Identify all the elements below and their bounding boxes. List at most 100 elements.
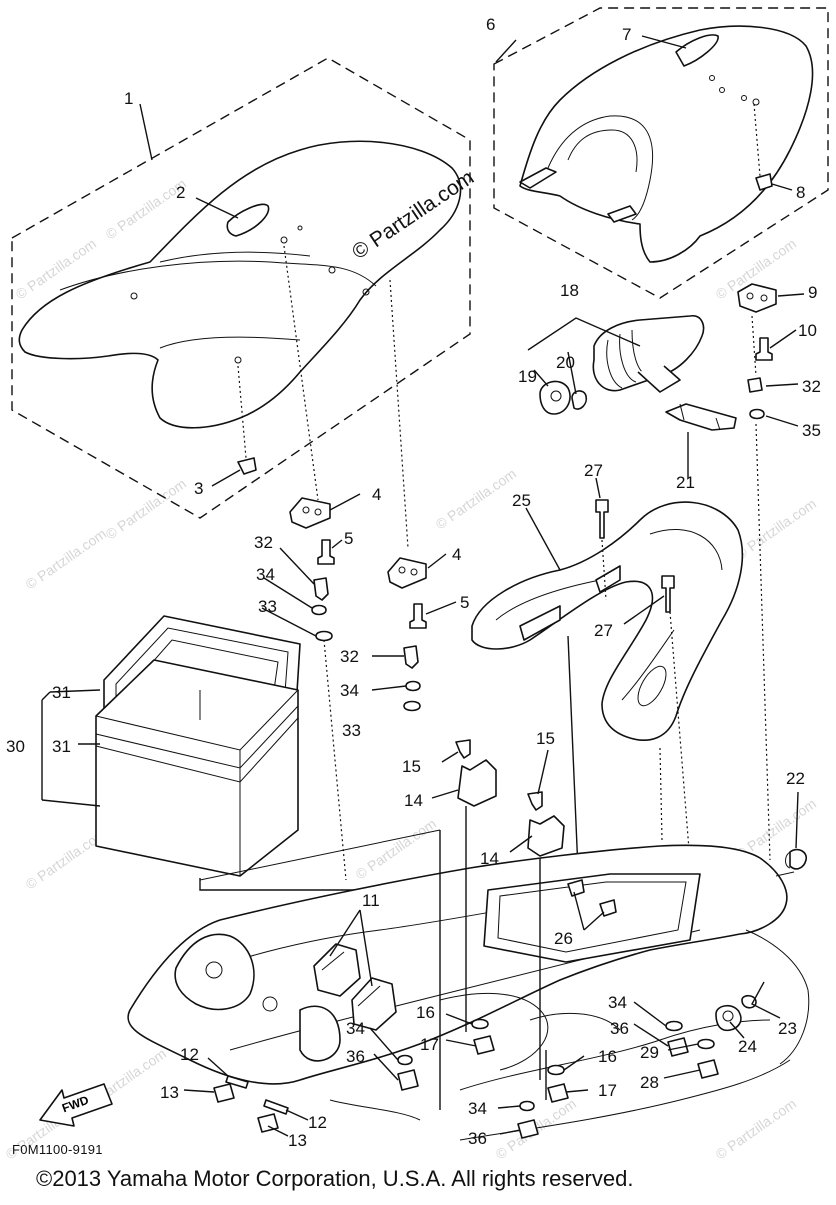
- hull-deck: [39, 844, 810, 1141]
- nut-36b: [667, 1037, 689, 1057]
- callout: 36: [468, 1129, 487, 1148]
- callout: 28: [640, 1073, 659, 1092]
- callout: 30: [6, 737, 25, 756]
- deck-opening: [483, 873, 701, 963]
- bolt-10: [755, 337, 773, 361]
- callout: 18: [560, 281, 579, 300]
- callout: 27: [594, 621, 613, 640]
- watermark: © Partzilla.com: [433, 465, 519, 532]
- stud-26a: [567, 879, 585, 897]
- front-seat: [18, 140, 462, 429]
- callout: 9: [808, 283, 817, 302]
- callout: 31: [52, 737, 71, 756]
- callout: 16: [416, 1003, 435, 1022]
- watermark: © Partzilla.com: [23, 525, 109, 592]
- callout-labels: 1 2 3 4 5 32 34 33 4 5 32 34 33 31 30 31…: [6, 15, 821, 1150]
- bolt-27: [595, 499, 609, 539]
- mount-14b: [527, 815, 565, 857]
- callout: 20: [556, 353, 575, 372]
- callout: 17: [420, 1035, 439, 1054]
- callout: 13: [160, 1083, 179, 1102]
- bracket-4b: [387, 557, 427, 589]
- washer-33b: [403, 700, 421, 712]
- callout: 34: [256, 565, 275, 584]
- bolt-12b: [263, 1099, 289, 1115]
- callout: 25: [512, 491, 531, 510]
- bolt-32: [747, 377, 763, 393]
- callout: 15: [402, 757, 421, 776]
- bolt-15a: [455, 739, 471, 759]
- strap-21: [665, 403, 737, 431]
- watermark: © Partzilla.com: [353, 815, 439, 882]
- nut-36c: [517, 1119, 539, 1139]
- callout: 8: [796, 183, 805, 202]
- callout: 29: [640, 1043, 659, 1062]
- callout: 12: [180, 1045, 199, 1064]
- callout: 33: [342, 721, 361, 740]
- callout: 27: [584, 461, 603, 480]
- fwd-arrow: [39, 1083, 113, 1127]
- bolt-15b: [527, 791, 543, 811]
- washer-34e: [519, 1100, 535, 1112]
- washer-34a: [311, 604, 327, 616]
- callout: 13: [288, 1131, 307, 1150]
- diagram-code: F0M1100-9191: [12, 1142, 103, 1157]
- callout: 34: [608, 993, 627, 1012]
- front-fixings: [289, 497, 427, 881]
- callout: 35: [802, 421, 821, 440]
- copyright-notice: ©2013 Yamaha Motor Corporation, U.S.A. A…: [36, 1166, 634, 1191]
- front-seat-assembly: [11, 57, 471, 549]
- lower-hardware: [213, 994, 757, 1139]
- callout: 4: [372, 485, 381, 504]
- bolt-32a: [313, 577, 329, 601]
- callout: 14: [404, 791, 423, 810]
- callout: 32: [340, 647, 359, 666]
- callout: 2: [176, 183, 185, 202]
- grab-handle-25: [471, 501, 744, 741]
- watermark: © Partzilla.com: [713, 1095, 799, 1162]
- callout: 14: [480, 849, 499, 868]
- washer-33a: [315, 630, 333, 642]
- bolt-32b: [403, 645, 419, 669]
- callout: 32: [802, 377, 821, 396]
- nut-13a: [213, 1083, 235, 1103]
- callout: 24: [738, 1037, 757, 1056]
- nut-13b: [257, 1113, 279, 1133]
- callout: 22: [786, 769, 805, 788]
- grab-handle-assembly: [471, 499, 744, 871]
- watermark: © Partzilla.com: [733, 495, 819, 562]
- callout: 15: [536, 729, 555, 748]
- nut-17b: [547, 1083, 569, 1103]
- callout: 6: [486, 15, 495, 34]
- washer-16b: [547, 1064, 565, 1076]
- callout: 12: [308, 1113, 327, 1132]
- rear-fixings: [737, 283, 777, 861]
- mount-14a: [457, 759, 497, 807]
- mount-11b: [351, 977, 397, 1031]
- callout: 10: [798, 321, 817, 340]
- rear-seat: [519, 25, 814, 263]
- washer-16a: [471, 1018, 489, 1030]
- callout: 34: [340, 681, 359, 700]
- callout: 36: [610, 1019, 629, 1038]
- callout: 16: [598, 1047, 617, 1066]
- callout: 23: [778, 1019, 797, 1038]
- callout: 17: [598, 1081, 617, 1100]
- nut-17a: [473, 1035, 495, 1055]
- mounts: [199, 739, 617, 1110]
- seat-damper-3: [237, 457, 257, 475]
- callout: 3: [194, 479, 203, 498]
- nut-28: [697, 1059, 719, 1079]
- bolt-5b: [409, 603, 427, 629]
- callout: 33: [258, 597, 277, 616]
- washer-34d: [665, 1020, 683, 1032]
- bolt-5: [317, 539, 335, 565]
- bellows-18: [592, 315, 705, 392]
- callout: 11: [362, 891, 380, 910]
- washer-19: [539, 380, 571, 415]
- callout: 34: [468, 1099, 487, 1118]
- rear-seat-assembly: [493, 7, 829, 299]
- callout: 34: [346, 1019, 365, 1038]
- seat-damper-8: [755, 173, 773, 191]
